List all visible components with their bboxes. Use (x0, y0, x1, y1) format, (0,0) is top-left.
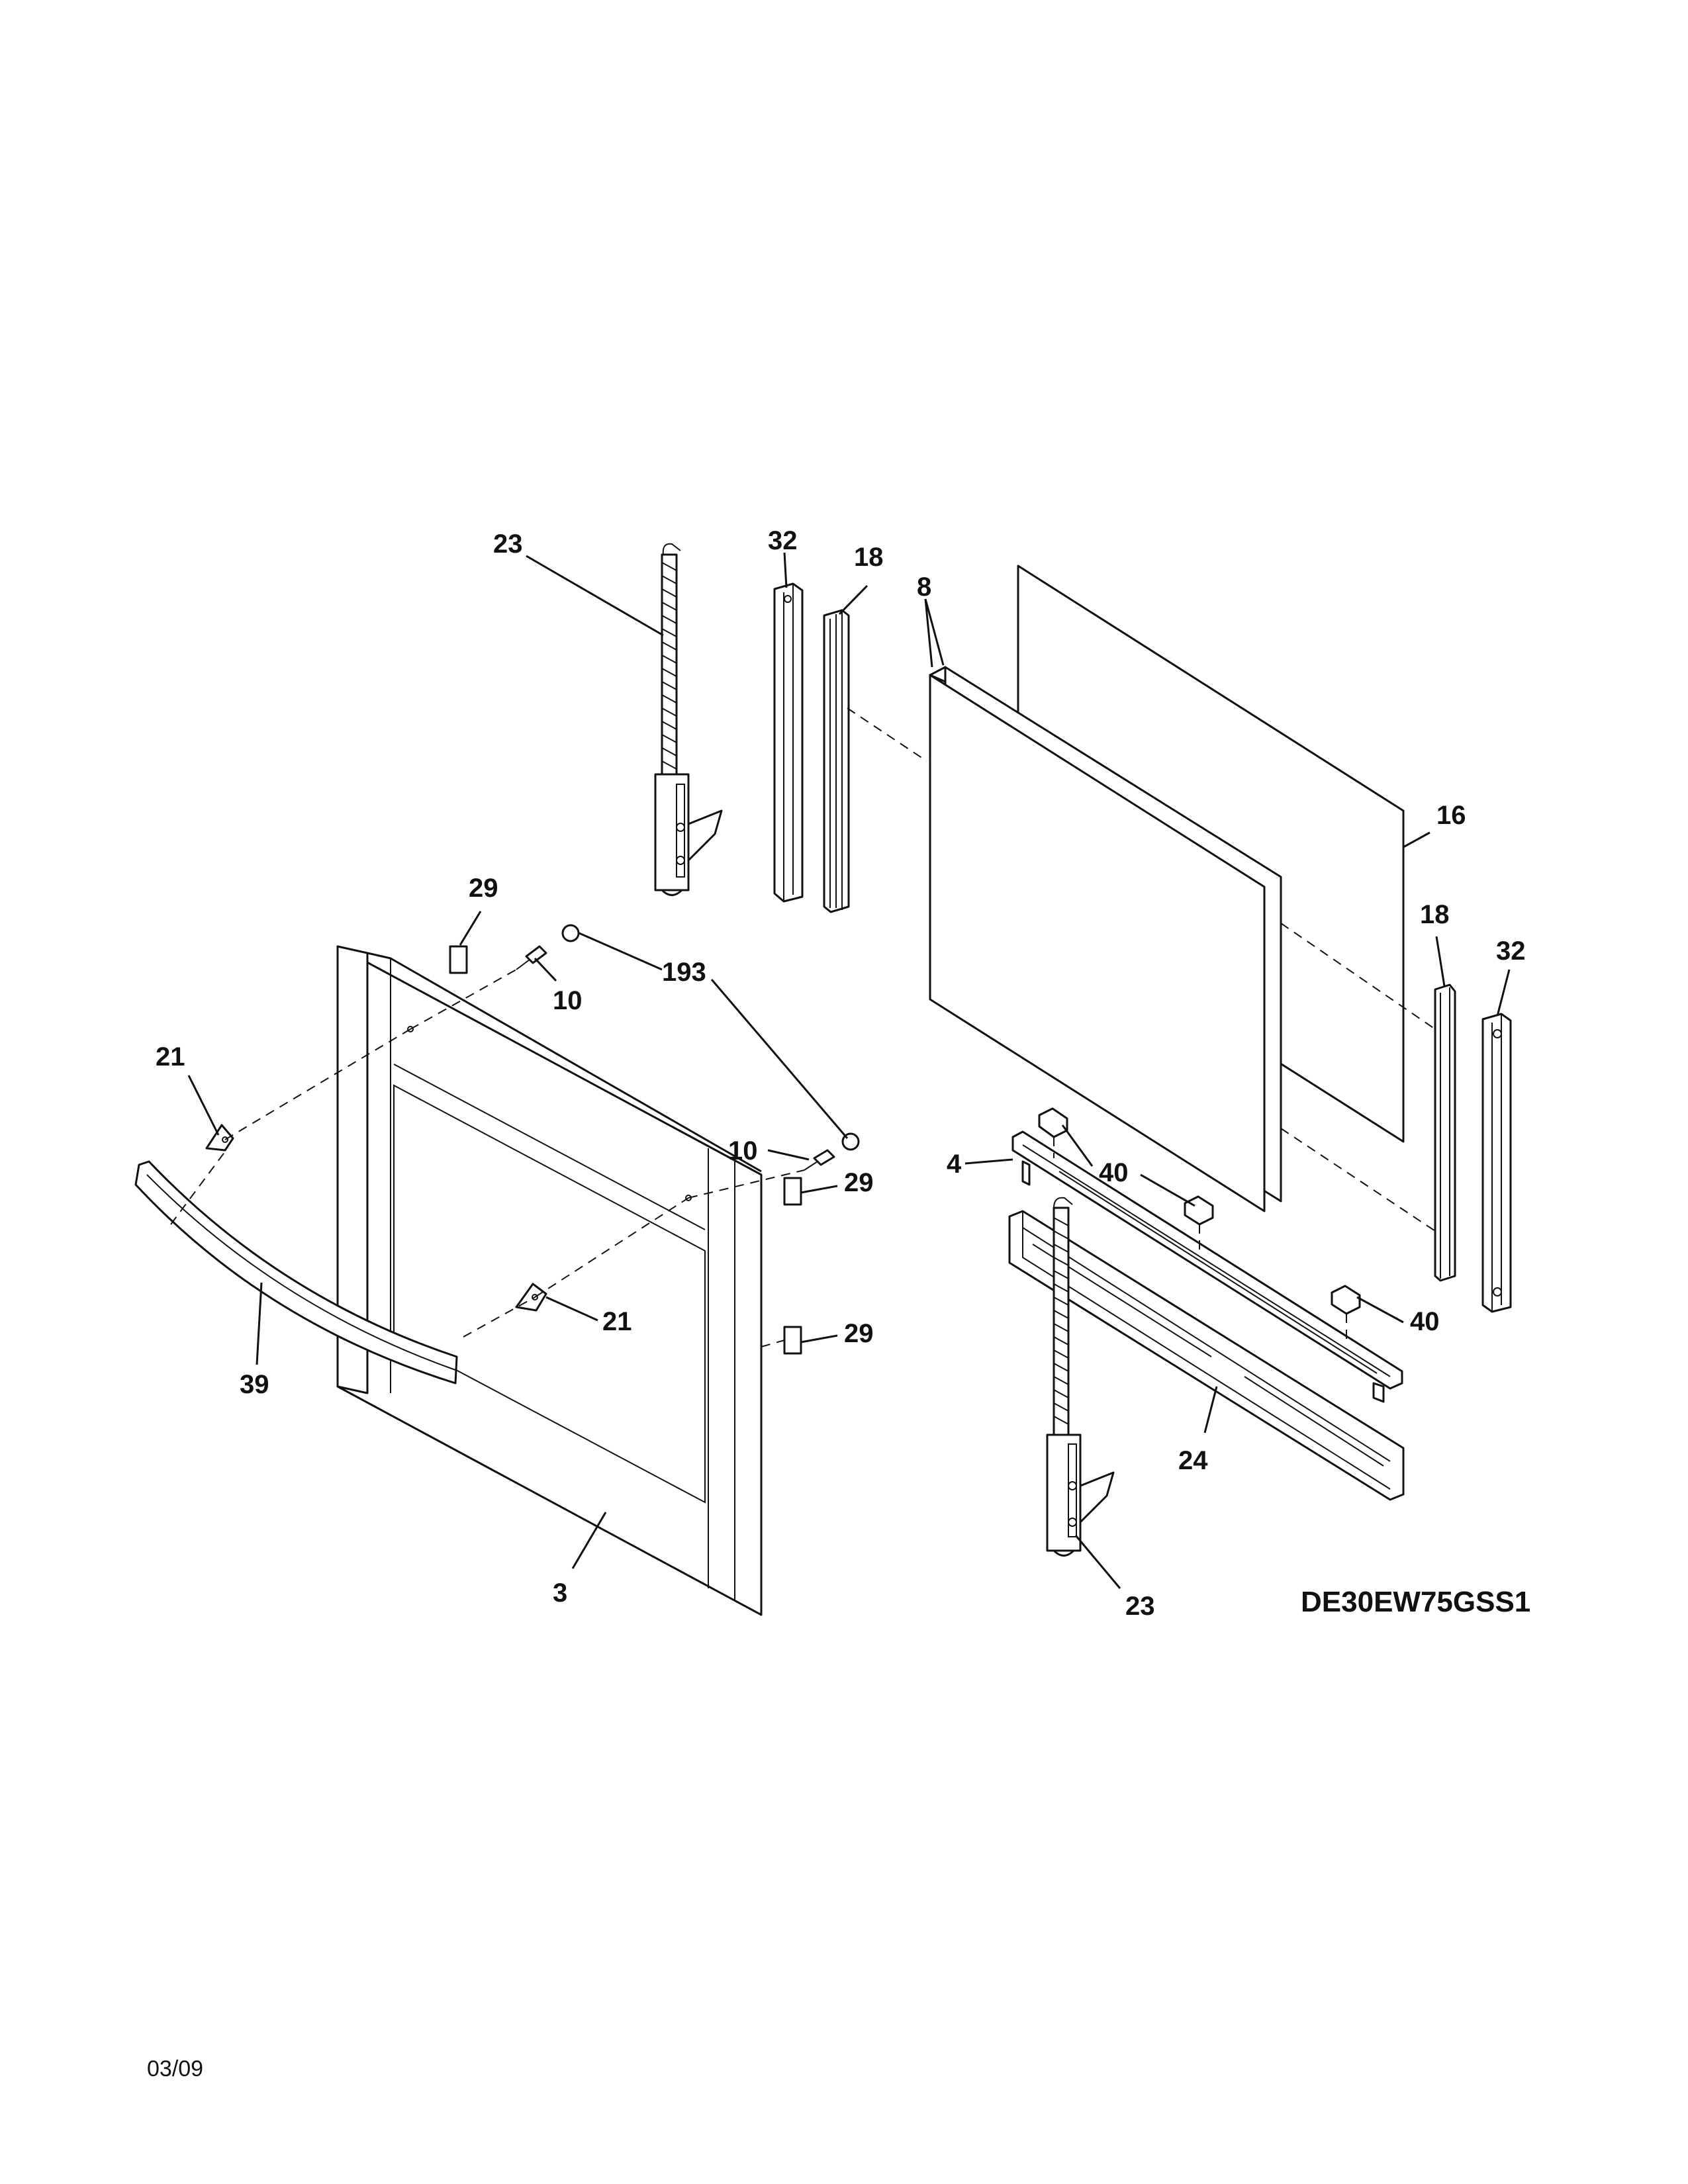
callout-door-panel: 3 (553, 1578, 567, 1608)
callout-end-cap-mid: 29 (844, 1168, 874, 1197)
door-handle (134, 1160, 458, 1385)
leader-lines (187, 552, 1511, 1589)
callout-screw-top: 10 (553, 986, 583, 1015)
callout-hinge-bottom: 23 (1125, 1592, 1155, 1621)
alignment-lines (170, 707, 1436, 1347)
callout-gasket-top: 18 (854, 543, 884, 572)
right-channel (1481, 1013, 1512, 1313)
callout-frame-bottom: 24 (1178, 1446, 1208, 1475)
top-gasket (823, 609, 850, 913)
callout-end-cap-low: 29 (844, 1319, 874, 1348)
callout-glass-panel: 16 (1436, 801, 1466, 830)
callout-channel-top: 32 (768, 526, 798, 555)
hinge-bracket-4 (1011, 1130, 1403, 1403)
right-gasket (1434, 983, 1456, 1282)
end-caps (449, 945, 802, 1355)
bottom-frame (1008, 1210, 1405, 1501)
callout-handle: 39 (240, 1370, 269, 1399)
callout-clip-top: 40 (1099, 1158, 1129, 1187)
top-hinge (654, 543, 723, 896)
top-channel (773, 582, 804, 903)
callout-bracket-left: 21 (156, 1042, 185, 1071)
callout-gasket-right: 18 (1420, 900, 1450, 929)
model-code: DE30EW75GSS1 (1301, 1586, 1530, 1618)
callout-screw-mid: 10 (728, 1136, 758, 1165)
door-panel (336, 945, 763, 1616)
callout-glass-pack: 8 (917, 572, 931, 602)
callout-nut: 193 (662, 958, 706, 987)
revision-date: 03/09 (147, 2056, 203, 2081)
callout-bracket-mid: 21 (602, 1307, 632, 1336)
bottom-hinge (1046, 1197, 1115, 1557)
callout-bracket-4: 4 (947, 1150, 962, 1179)
callout-channel-right: 32 (1496, 936, 1526, 966)
callout-clip-right: 40 (1410, 1307, 1440, 1336)
glass-pack (929, 666, 1282, 1212)
callout-hinge-top: 23 (493, 529, 523, 559)
clips (1038, 1107, 1361, 1340)
callout-end-cap-top: 29 (469, 874, 498, 903)
callout-labels: 23 32 18 8 16 18 32 29 10 193 21 10 29 2… (156, 526, 1526, 1621)
